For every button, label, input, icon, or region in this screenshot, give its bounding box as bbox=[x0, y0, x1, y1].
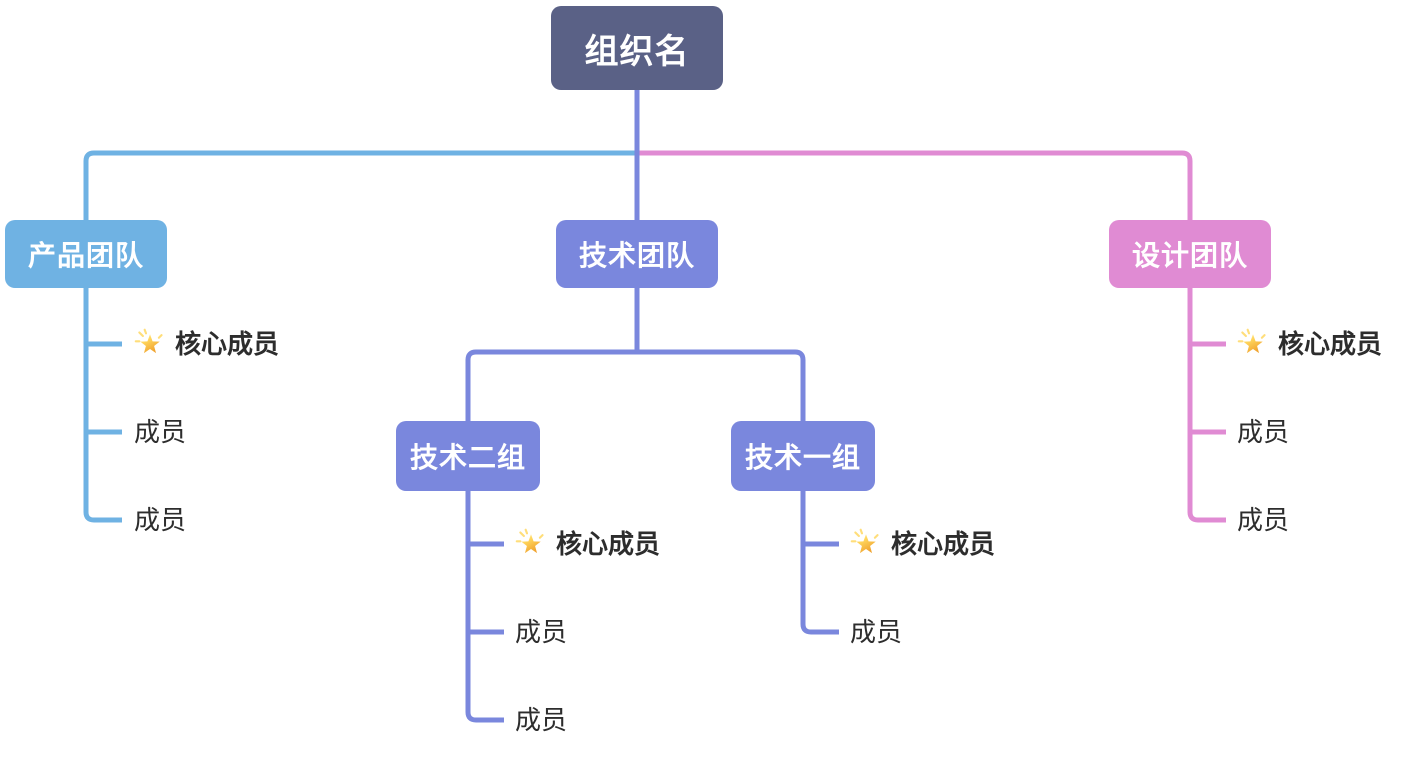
node-design-team[interactable]: 设计团队 bbox=[1109, 220, 1271, 288]
node-tech-group-1-label: 技术一组 bbox=[744, 442, 861, 473]
node-design-team-label: 设计团队 bbox=[1131, 240, 1248, 271]
member-label: 成员 bbox=[1237, 417, 1290, 447]
member-tech2-1[interactable]: 成员 bbox=[515, 619, 567, 645]
member-design-2[interactable]: 成员 bbox=[1237, 507, 1289, 533]
glowing-star-icon bbox=[134, 328, 166, 360]
node-tech-team[interactable]: 技术团队 bbox=[556, 220, 718, 288]
member-label: 成员 bbox=[134, 417, 187, 447]
node-tech-group-2-label: 技术二组 bbox=[409, 442, 526, 473]
connector-product-members bbox=[83, 288, 122, 523]
node-product-team[interactable]: 产品团队 bbox=[5, 220, 167, 288]
glowing-star-icon bbox=[1237, 328, 1269, 360]
member-label: 核心成员 bbox=[175, 329, 280, 359]
member-product-1[interactable]: 成员 bbox=[134, 419, 186, 445]
node-product-team-label: 产品团队 bbox=[27, 240, 144, 271]
member-label: 成员 bbox=[850, 617, 903, 647]
node-tech-group-2[interactable]: 技术二组 bbox=[396, 421, 540, 491]
connector-tech-bracket bbox=[465, 349, 806, 421]
member-label: 成员 bbox=[1237, 505, 1290, 535]
member-design-core[interactable]: 核心成员 bbox=[1237, 328, 1382, 360]
member-design-1[interactable]: 成员 bbox=[1237, 419, 1289, 445]
member-label: 核心成员 bbox=[1278, 329, 1383, 359]
member-tech1-core[interactable]: 核心成员 bbox=[850, 528, 995, 560]
member-tech1-1[interactable]: 成员 bbox=[850, 619, 902, 645]
member-label: 核心成员 bbox=[556, 529, 661, 559]
connector-tech-group1-members bbox=[800, 491, 839, 635]
member-label: 成员 bbox=[515, 617, 568, 647]
connector-design-members bbox=[1187, 288, 1226, 523]
connector-tech-group2-members bbox=[465, 491, 504, 723]
member-label: 成员 bbox=[515, 705, 568, 735]
node-root-label: 组织名 bbox=[584, 32, 690, 71]
member-tech2-2[interactable]: 成员 bbox=[515, 707, 567, 733]
connector-branch-design bbox=[637, 150, 1193, 222]
node-tech-group-1[interactable]: 技术一组 bbox=[731, 421, 875, 491]
member-label: 核心成员 bbox=[891, 529, 996, 559]
member-product-2[interactable]: 成员 bbox=[134, 507, 186, 533]
member-label: 成员 bbox=[134, 505, 187, 535]
connector-branch-product bbox=[83, 150, 637, 222]
member-product-core[interactable]: 核心成员 bbox=[134, 328, 279, 360]
glowing-star-icon bbox=[850, 528, 882, 560]
node-root[interactable]: 组织名 bbox=[551, 6, 723, 90]
glowing-star-icon bbox=[515, 528, 547, 560]
node-tech-team-label: 技术团队 bbox=[578, 240, 695, 271]
member-tech2-core[interactable]: 核心成员 bbox=[515, 528, 660, 560]
